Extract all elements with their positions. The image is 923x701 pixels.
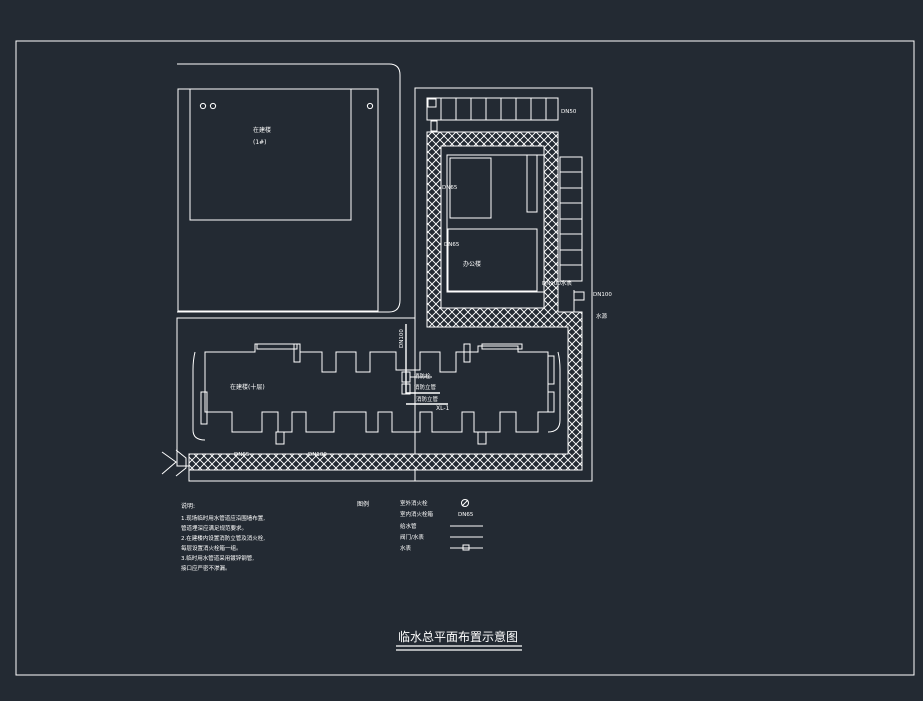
note-line: 接口应严密不渗漏。 xyxy=(181,564,231,572)
pipe-dn100-mid-label: DN100 xyxy=(399,329,405,348)
site-boundary xyxy=(176,317,592,482)
hydrant-symbol xyxy=(461,499,469,507)
main-building-outline xyxy=(204,343,549,433)
riser-c-label: 消防立管 xyxy=(416,395,439,403)
meter-label: DN100水表 xyxy=(542,279,572,287)
pipe-dn65-bottom-label: DN65 xyxy=(234,452,250,458)
riser-a-label: 消防栓 xyxy=(414,372,431,380)
pipe-dn100-right-label: DN100 xyxy=(593,292,612,298)
pipe-dn65-b-label: DN65 xyxy=(444,242,460,248)
riser-b-label: 消防立管 xyxy=(414,383,437,391)
existing-building-rect xyxy=(177,88,379,312)
drawing-frame xyxy=(15,40,915,676)
legend-item-label: 室外消火栓 xyxy=(400,499,428,507)
pipe-dn100-bottom-label: DN100 xyxy=(308,452,327,458)
legend-item-label: 室内消火栓箱 xyxy=(400,510,434,518)
xl-label: XL-1 xyxy=(436,405,450,412)
hatched-road xyxy=(188,131,583,471)
note-line: 2.在建楼内设置消防立管及消火栓, xyxy=(181,534,265,542)
office-block xyxy=(446,154,545,293)
pipe-dn50-label: DN50 xyxy=(561,109,577,115)
legend-item-label: 给水管 xyxy=(400,522,417,530)
meter-symbol xyxy=(462,544,470,551)
legend-item-value: DN65 xyxy=(458,512,474,518)
note-line: 管道埋深应满足规范要求。 xyxy=(181,524,247,532)
drawing-title: 临水总平面布置示意图 xyxy=(398,629,518,644)
note-line: 3.临时用水管道采用镀锌钢管, xyxy=(181,554,254,562)
parking-strip xyxy=(426,97,559,121)
legend-item-label: 阀门/水表 xyxy=(400,533,424,541)
note-line: 每层设置消火栓箱一组。 xyxy=(181,544,242,552)
water-pipeline xyxy=(405,324,440,394)
existing-building-sublabel: (1#) xyxy=(253,139,267,146)
note-line: 1.现场临时用水管道应沿围墙布置, xyxy=(181,514,265,522)
existing-building-label: 在建楼 xyxy=(253,126,271,134)
legend-heading: 图例 xyxy=(357,500,369,508)
notes-heading: 说明: xyxy=(181,502,195,510)
main-building-label: 在建楼(十层) xyxy=(230,383,265,391)
existing-building-inner xyxy=(189,88,352,221)
pipe-dn65-a-label: DN65 xyxy=(442,185,458,191)
existing-building-outline xyxy=(177,63,401,313)
office-label: 办公楼 xyxy=(463,260,481,268)
legend-item-label: 水表 xyxy=(400,544,412,552)
water-source-label: 水源 xyxy=(596,312,608,320)
